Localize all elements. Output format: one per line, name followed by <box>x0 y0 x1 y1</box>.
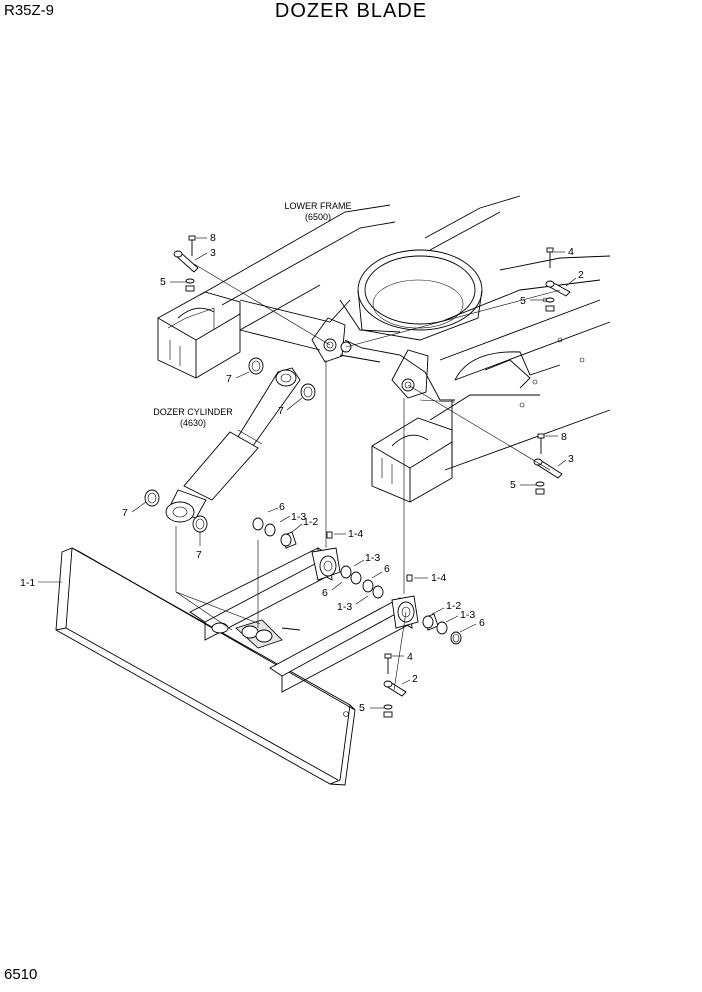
callout-4: 4 <box>407 651 413 663</box>
callout-3: 3 <box>210 247 216 259</box>
callout-1-3: 1-3 <box>337 601 352 613</box>
pivot-parts-left <box>252 517 384 599</box>
callout-1-3: 1-3 <box>460 609 475 621</box>
callout-8: 8 <box>561 431 567 443</box>
callout-1-3: 1-3 <box>291 511 306 523</box>
seals-7 <box>144 357 316 533</box>
pin-3-upper <box>173 250 199 273</box>
callout-6: 6 <box>279 501 285 513</box>
leader-lines <box>38 237 577 709</box>
callout-7: 7 <box>122 507 128 519</box>
washer-5-right <box>535 481 545 495</box>
callout-3: 3 <box>568 453 574 465</box>
callout-5: 5 <box>510 479 516 491</box>
dozer-cylinder-label: DOZER CYLINDER <box>153 407 233 417</box>
lower-frame-label: LOWER FRAME <box>284 201 351 211</box>
callout-2: 2 <box>578 269 584 281</box>
dozer-cylinder-code: (4630) <box>180 418 206 428</box>
callout-5: 5 <box>520 295 526 307</box>
washer-5-upper-right <box>545 297 555 312</box>
dozer-cylinder <box>165 367 301 523</box>
callout-6: 6 <box>384 563 390 575</box>
pin-3-right <box>533 458 563 479</box>
callout-7: 7 <box>196 549 202 561</box>
page-number: 6510 <box>4 966 38 983</box>
bolt-8-right <box>537 433 545 454</box>
washer-5-upper <box>185 278 195 292</box>
callout-1-3: 1-3 <box>365 552 380 564</box>
page-title: DOZER BLADE <box>274 0 428 22</box>
pivot-parts-right <box>422 613 462 645</box>
bolt-4-upper <box>546 247 554 268</box>
callout-2: 2 <box>412 673 418 685</box>
pin-2-lower <box>383 680 407 697</box>
callout-1-4: 1-4 <box>431 572 446 584</box>
dozer-blade <box>55 547 419 786</box>
guide-lines <box>175 263 561 691</box>
pin-2-upper <box>545 280 571 297</box>
callout-1-2: 1-2 <box>446 600 461 612</box>
callout-1-4: 1-4 <box>348 528 363 540</box>
lower-frame-code: (6500) <box>305 212 331 222</box>
callout-5: 5 <box>160 276 166 288</box>
callout-7: 7 <box>278 405 284 417</box>
callout-labels: 8 3 5 4 2 5 7 7 8 3 5 7 7 6 1-3 1-2 1-4 … <box>20 232 584 714</box>
callout-6: 6 <box>479 617 485 629</box>
washer-5-lower <box>383 704 393 718</box>
grease-fittings <box>326 531 413 582</box>
callout-7: 7 <box>226 373 232 385</box>
callout-4: 4 <box>568 246 574 258</box>
callout-1-1: 1-1 <box>20 577 35 589</box>
callout-6: 6 <box>322 587 328 599</box>
callout-5: 5 <box>359 702 365 714</box>
bolt-4-lower <box>384 653 392 674</box>
callout-8: 8 <box>210 232 216 244</box>
bolt-8-upper <box>188 235 196 256</box>
callout-1-2: 1-2 <box>303 516 318 528</box>
model-code: R35Z-9 <box>4 2 55 19</box>
